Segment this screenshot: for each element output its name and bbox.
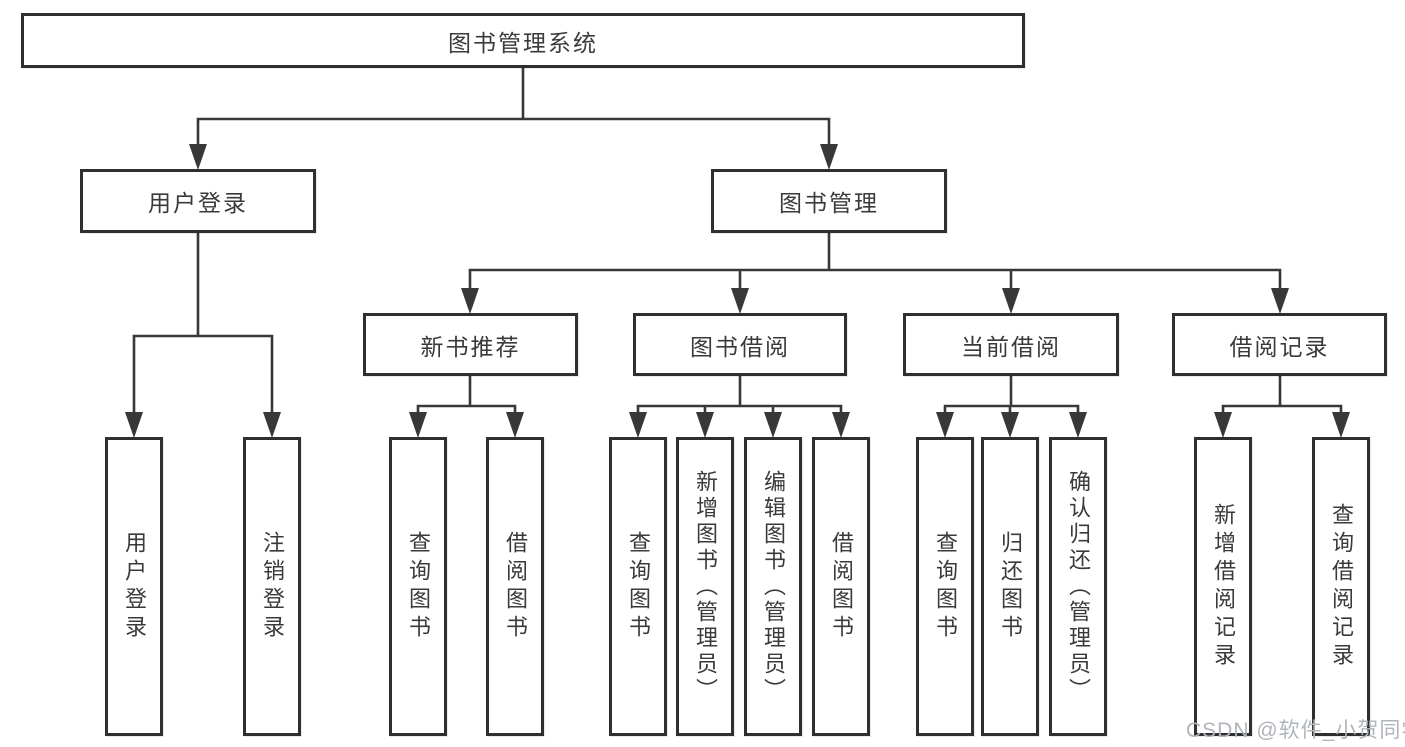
- node-user-login: 用户登录: [80, 169, 316, 233]
- leaf-borrow-books: 借阅图书: [812, 437, 870, 736]
- connector-current-borrow-branch: [936, 376, 1087, 438]
- watermark: CSDN @软件_小贺同学: [1186, 719, 1405, 742]
- node-borrow-records: 借阅记录: [1172, 313, 1387, 376]
- leaf-borrow-books-recommend: 借阅图书: [486, 437, 544, 736]
- leaf-user-login: 用户登录: [105, 437, 163, 736]
- leaf-add-book-admin-label: 新增图书（管理员）: [693, 469, 718, 704]
- node-root-label: 图书管理系统: [448, 29, 598, 56]
- leaf-return-book: 归还图书: [981, 437, 1039, 736]
- node-borrow-records-label: 借阅记录: [1229, 333, 1330, 360]
- leaf-query-borrow-record-label: 查询借阅记录: [1329, 502, 1354, 671]
- leaf-query-borrow-record: 查询借阅记录: [1312, 437, 1370, 736]
- node-book-management: 图书管理: [711, 169, 947, 233]
- node-current-borrow-label: 当前借阅: [961, 333, 1061, 360]
- node-current-borrow: 当前借阅: [903, 313, 1119, 376]
- node-book-management-label: 图书管理: [779, 190, 879, 216]
- connector-book-borrow-branch: [629, 376, 850, 438]
- leaf-query-books-current: 查询图书: [916, 437, 974, 736]
- leaf-add-borrow-record: 新增借阅记录: [1194, 437, 1252, 736]
- leaf-logout-label: 注销登录: [260, 530, 285, 643]
- connector-root-to-level1: [189, 68, 838, 170]
- leaf-query-books-borrow-label: 查询图书: [626, 530, 651, 643]
- leaf-query-books-borrow: 查询图书: [609, 437, 667, 736]
- leaf-query-books-current-label: 查询图书: [933, 530, 958, 643]
- leaf-user-login-label: 用户登录: [122, 530, 147, 643]
- node-user-login-label: 用户登录: [148, 190, 248, 216]
- node-book-borrow-label: 图书借阅: [690, 333, 790, 360]
- leaf-borrow-books-recommend-label: 借阅图书: [503, 530, 528, 643]
- leaf-add-borrow-record-label: 新增借阅记录: [1211, 502, 1236, 671]
- leaf-query-books-recommend-label: 查询图书: [406, 530, 431, 643]
- leaf-add-book-admin: 新增图书（管理员）: [676, 437, 734, 736]
- leaf-return-book-label: 归还图书: [998, 530, 1023, 643]
- connector-user-login-branch: [125, 233, 281, 438]
- leaf-borrow-books-label: 借阅图书: [829, 530, 854, 643]
- connector-borrow-records-branch: [1214, 376, 1350, 438]
- leaf-edit-book-admin-label: 编辑图书（管理员）: [761, 469, 786, 704]
- connector-new-book-branch: [409, 376, 524, 438]
- leaf-confirm-return-admin-label: 确认归还（管理员）: [1066, 469, 1091, 704]
- leaf-logout: 注销登录: [243, 437, 301, 736]
- leaf-confirm-return-admin: 确认归还（管理员）: [1049, 437, 1107, 736]
- node-book-borrow: 图书借阅: [633, 313, 847, 376]
- node-new-book-recommend-label: 新书推荐: [420, 333, 521, 360]
- node-root: 图书管理系统: [21, 13, 1025, 68]
- node-new-book-recommend: 新书推荐: [363, 313, 578, 376]
- connector-book-management-branch: [461, 233, 1289, 314]
- leaf-edit-book-admin: 编辑图书（管理员）: [744, 437, 802, 736]
- leaf-query-books-recommend: 查询图书: [389, 437, 447, 736]
